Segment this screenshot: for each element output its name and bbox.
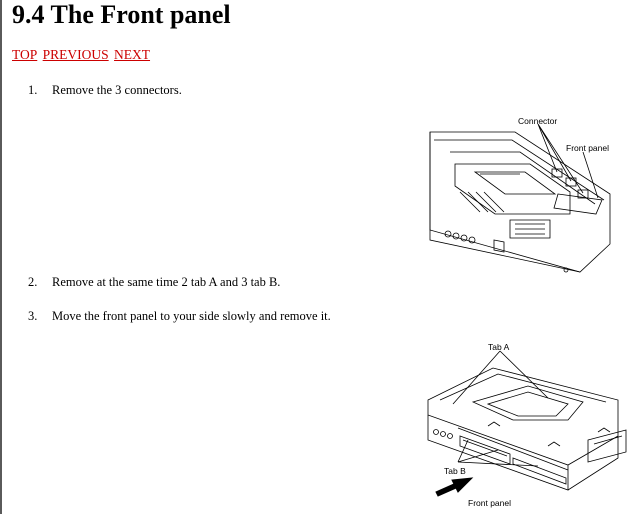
step-3-number: 3. [28, 309, 38, 323]
figure-connectors: Connector Front panel [420, 112, 620, 277]
step-2-number: 2. [28, 275, 38, 289]
step-1-number: 1. [28, 83, 38, 97]
figure-tabs-drawing [427, 350, 627, 497]
label-tab-a: Tab A [488, 342, 510, 352]
step-3: 3. Move the front panel to your side slow… [28, 309, 331, 324]
label-front-panel-1: Front panel [566, 143, 609, 153]
step-2: 2. Remove at the same time 2 tab A and 3 … [28, 275, 280, 290]
label-connector: Connector [518, 116, 558, 126]
step-1-text: Remove the 3 connectors. [52, 83, 182, 97]
arrow-direction-icon [435, 477, 474, 497]
nav-previous-link[interactable]: PREVIOUS [42, 47, 109, 62]
step-2-text: Remove at the same time 2 tab A and 3 ta… [52, 275, 281, 289]
label-tab-b: Tab B [444, 466, 466, 476]
page-title: 9.4 The Front panel [12, 0, 231, 29]
label-front-panel-2: Front panel [468, 498, 511, 508]
nav-top-link[interactable]: TOP [12, 47, 38, 62]
step-3-text: Move the front panel to your side slowly… [52, 309, 331, 323]
step-1: 1. Remove the 3 connectors. [28, 83, 182, 98]
left-border [0, 0, 2, 514]
figure-tabs: Tab A Tab B Front panel [418, 340, 633, 512]
figure-connectors-drawing [429, 123, 611, 273]
nav-next-link[interactable]: NEXT [114, 47, 151, 62]
nav-links: TOP PREVIOUS NEXT [12, 47, 152, 63]
